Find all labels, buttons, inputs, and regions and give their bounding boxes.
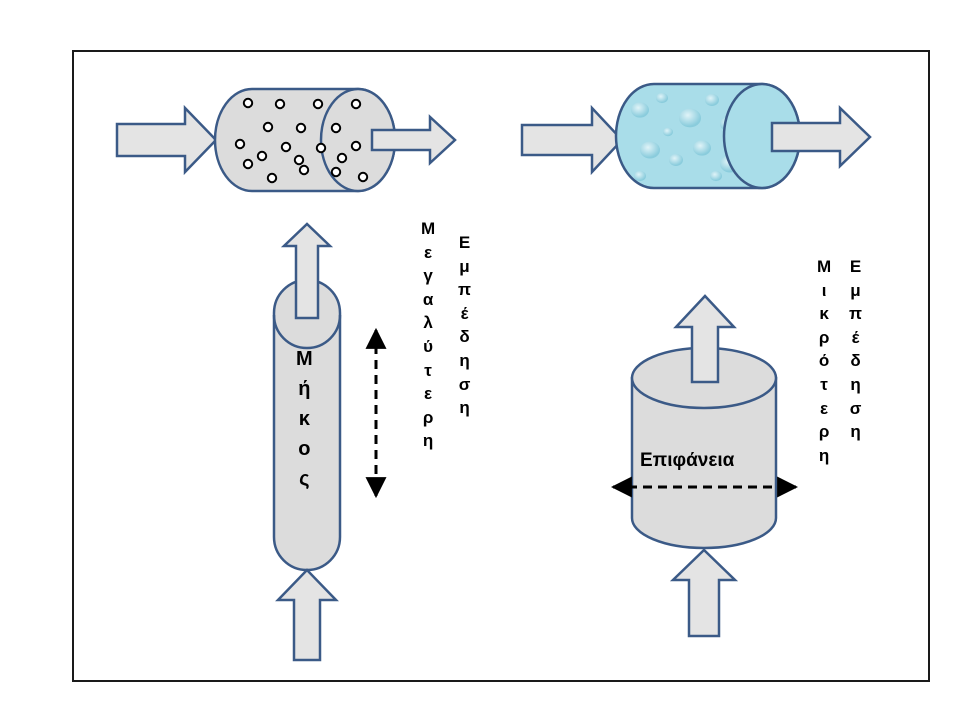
water-droplet: [679, 108, 701, 128]
particle-circle-icon: [298, 164, 310, 176]
particle-circle-icon: [315, 142, 327, 154]
letter: έ: [851, 327, 860, 347]
letter: η: [459, 398, 470, 418]
letter: λ: [423, 313, 433, 333]
top-right-cylinder-group: [520, 82, 872, 190]
letter: ο: [298, 438, 311, 460]
letter: τ: [424, 360, 432, 380]
letter: δ: [850, 351, 861, 371]
particle-circle-icon: [350, 98, 362, 110]
block-arrow-icon: [370, 114, 457, 166]
block-arrow-icon: [520, 104, 624, 176]
letter: Ε: [849, 257, 862, 276]
particle-circle-icon: [312, 98, 324, 110]
water-droplet: [631, 102, 649, 118]
wide-cylinder-body: [630, 376, 778, 550]
particle-circle-icon: [242, 97, 254, 109]
letter: η: [850, 422, 861, 442]
block-arrow-icon: [115, 104, 218, 176]
block-arrow-icon: [669, 548, 739, 638]
water-droplet: [693, 140, 711, 156]
letter: η: [459, 350, 470, 370]
letter: α: [422, 289, 434, 309]
particle-circle-icon: [274, 98, 286, 110]
block-arrow-icon: [673, 294, 737, 384]
letter: ό: [818, 351, 830, 371]
particle-circle-icon: [234, 138, 246, 150]
wide-cylinder-group: [610, 294, 799, 638]
particle-circle-icon: [262, 121, 274, 133]
letter: γ: [423, 266, 433, 286]
particle-circle-icon: [266, 172, 278, 184]
block-arrow-icon: [280, 222, 334, 320]
letter: η: [422, 431, 434, 451]
particle-circle-icon: [280, 141, 292, 153]
water-droplet: [710, 170, 722, 182]
water-droplet: [634, 170, 646, 182]
letter: ρ: [422, 407, 434, 427]
letter: ε: [820, 398, 829, 418]
particle-circle-icon: [295, 122, 307, 134]
block-arrow-icon: [770, 105, 872, 169]
letter: ρ: [818, 327, 830, 347]
top-left-cylinder-group: [115, 87, 457, 193]
particle-circle-icon: [293, 154, 305, 166]
water-droplet: [669, 154, 683, 166]
letter: κ: [819, 304, 829, 324]
letter: η: [818, 445, 830, 465]
diagram-frame: [72, 50, 930, 682]
surface-label: Επιφάνεια: [640, 450, 735, 471]
letter: ύ: [423, 336, 434, 356]
particle-circle-icon: [350, 140, 362, 152]
letter: π: [849, 304, 863, 324]
letter: σ: [849, 398, 862, 418]
letter: η: [850, 374, 861, 394]
letter: Ε: [458, 233, 471, 252]
letter: Μ: [817, 257, 832, 276]
letter: μ: [850, 280, 861, 300]
tall-column-group: [272, 222, 387, 662]
tall-column-top-cap: [272, 314, 342, 350]
letter: ε: [424, 384, 433, 404]
letter: ρ: [818, 422, 830, 442]
letter: τ: [820, 374, 828, 394]
letter: π: [458, 280, 472, 300]
letter: ε: [424, 242, 433, 262]
letter: Μ: [421, 219, 436, 238]
letter: ι: [821, 280, 827, 300]
water-droplet: [656, 92, 668, 104]
water-droplet: [705, 94, 719, 106]
water-droplet: [640, 141, 660, 159]
letter: Μ: [296, 348, 313, 370]
particle-circle-icon: [357, 171, 369, 183]
letter: έ: [460, 303, 469, 323]
letter: δ: [459, 327, 470, 347]
letter: κ: [298, 408, 310, 430]
letter: ς: [299, 468, 310, 490]
particle-circle-icon: [330, 166, 342, 178]
particle-group: [234, 97, 369, 184]
particle-circle-icon: [330, 122, 342, 134]
particle-circle-icon: [242, 158, 254, 170]
particle-circle-icon: [336, 152, 348, 164]
letter: ή: [298, 378, 311, 400]
particle-circle-icon: [256, 150, 268, 162]
letter: σ: [458, 374, 471, 394]
water-droplet: [663, 127, 673, 137]
letter: μ: [459, 256, 470, 276]
block-arrow-icon: [275, 568, 339, 662]
